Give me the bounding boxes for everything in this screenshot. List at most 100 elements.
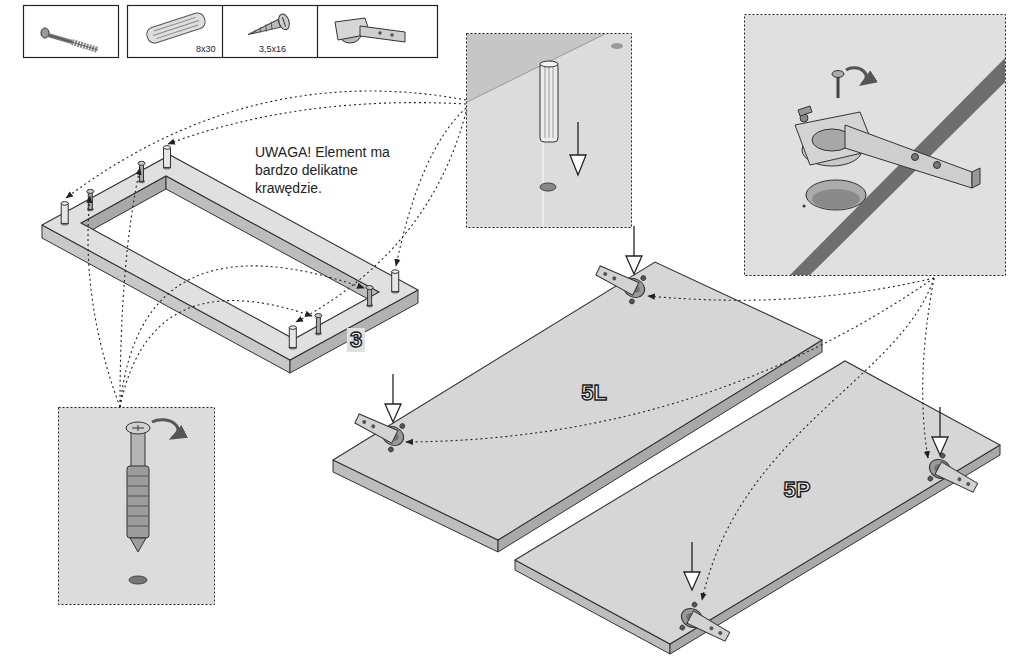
confirmat-pin [87,189,94,211]
hinge [591,257,650,307]
hinge-inset [790,58,1005,275]
hinge-icon [378,31,382,35]
hinge-inset [806,180,866,210]
dowel-inset [467,34,632,228]
screw-icon [264,25,268,32]
press-arrow [691,542,692,574]
leader-arrow [88,196,120,407]
press-arrow [633,226,634,258]
confirmat-inset [130,538,146,552]
leader-arrow [66,91,934,600]
confirmat-inset [138,425,139,431]
leader-arrow [396,108,466,266]
dowel-pin [289,326,296,330]
leader-arrow [168,103,466,144]
hinge-icon [360,26,405,42]
screw-icon [269,22,273,30]
press-arrow [385,404,401,422]
hinge-inset [912,154,919,161]
parts-box [24,6,438,58]
dowel-inset [467,34,632,228]
confirmat-inset [126,422,150,434]
leader-arrow [648,278,934,300]
dowel-pin [392,270,399,274]
confirmat-inset [129,576,147,584]
confirmat-inset [127,526,149,527]
door-panel [515,361,1000,654]
parts-box [128,6,438,58]
hinge-inset [837,76,840,98]
confirmat-icon [41,28,98,50]
dowel-inset [540,61,558,67]
parts-box [222,6,223,58]
confirmat-inset [127,476,149,477]
leader-arrow [923,278,934,458]
press-arrow [684,572,700,590]
part-number: 5P [781,478,814,502]
confirmat-pin [366,286,373,290]
part-size: 3,5x16 [259,44,286,54]
hinge-inset [812,189,860,209]
confirmat-pin [315,314,322,318]
leader-arrow [296,112,466,322]
dowel-inset [467,34,605,102]
dowel-pin [164,146,171,150]
hinge [350,405,409,455]
dowel-pin [392,272,399,292]
dowel-pin [163,146,171,170]
hinge-inset [846,68,866,84]
hinge-inset [832,71,844,78]
part-size: 8x30 [196,44,216,54]
confirmat-inset [127,516,149,517]
dowel-pin [61,202,69,226]
dowel-inset [540,62,558,142]
hinge-icon [335,18,405,43]
press-arrow [626,256,642,274]
confirmat-pin [88,191,92,209]
dowel-inset [553,66,554,138]
dowel-inset [545,66,546,138]
confirmat-pin [366,286,373,308]
hinge-inset [798,106,812,116]
dowel-icon [154,17,196,31]
confirmat-inset [59,408,215,605]
dowel-pin [61,202,68,206]
dowel-icon [156,25,198,39]
frame-panel [42,225,290,373]
leader-arrow [66,91,466,198]
part-number: 3 [347,328,365,352]
hinge-inset [845,125,972,188]
confirmat-pin [368,288,372,306]
confirmat-inset [152,420,178,438]
confirmat-inset [59,408,215,605]
screw-icon [282,17,285,27]
dowel-inset [549,66,550,138]
screw-icon [253,30,256,33]
leader-arrow [120,168,140,407]
hinge-inset [803,205,806,208]
screw-icon [247,20,281,38]
hinge [350,257,982,651]
leader-arrow [120,266,364,407]
door-panel [515,361,1000,644]
dowel-pin [391,270,399,294]
confirmat-inset [127,506,149,507]
confirmat-pin [316,316,320,334]
dowel-inset [611,43,623,49]
screw-icon [245,13,291,42]
dowel-pin [164,147,171,167]
confirmat-inset [127,466,149,538]
hinge-icon [390,33,394,37]
dowel-inset [570,155,586,175]
warning-note: UWAGA! Element ma bardzo delikatne krawę… [255,143,395,197]
press-arrow [932,437,948,455]
parts-box [317,6,318,58]
frame-panel [42,155,418,373]
dowel-inset [540,183,556,191]
screw-icon [277,13,291,31]
hinge-inset [934,162,941,169]
hinge-inset [745,15,1006,276]
hinge [675,599,735,650]
leader-arrow [406,278,934,442]
